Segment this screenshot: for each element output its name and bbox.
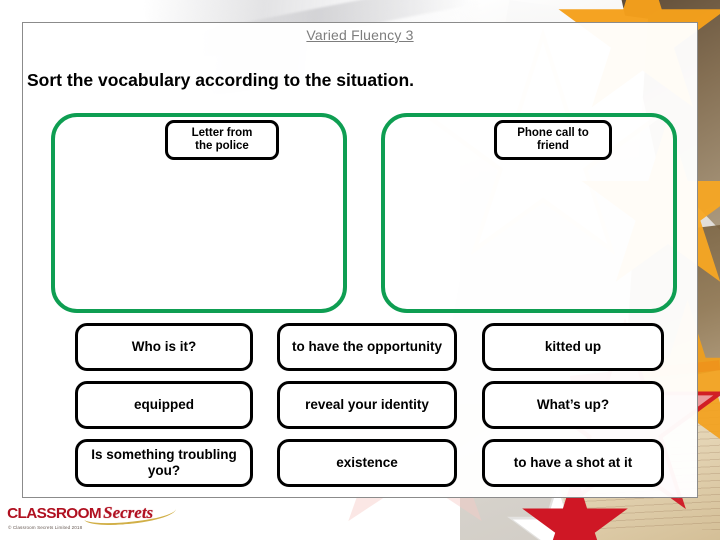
vocab-card-to-have-a-shot-at-it[interactable]: to have a shot at it <box>482 439 664 487</box>
zone-label-line-1: Letter from <box>191 127 253 140</box>
vocab-card-who-is-it[interactable]: Who is it? <box>75 323 253 371</box>
vocabulary-card-grid: Who is it? to have the opportunity kitte… <box>23 23 697 497</box>
vocab-card-to-have-the-opportunity[interactable]: to have the opportunity <box>277 323 457 371</box>
sort-zone-label-letter-from-the-police: Letter from the police <box>165 120 279 160</box>
logo-text-classroom: CLASSROOM <box>7 505 102 522</box>
page-title: Varied Fluency 3 <box>306 27 414 43</box>
slide-content: Varied Fluency 3 Sort the vocabulary acc… <box>23 23 697 497</box>
vocab-card-reveal-your-identity[interactable]: reveal your identity <box>277 381 457 429</box>
zone-label-line-2: friend <box>537 140 569 152</box>
logo-text-secrets: Secrets <box>103 503 154 522</box>
vocab-card-equipped[interactable]: equipped <box>75 381 253 429</box>
sort-zone-label-phone-call-to-friend: Phone call to friend <box>494 120 612 160</box>
sort-zone-phone-call-to-friend[interactable] <box>381 113 677 313</box>
sort-zone-letter-from-the-police[interactable] <box>51 113 347 313</box>
vocab-card-existence[interactable]: existence <box>277 439 457 487</box>
slide-frame: Varied Fluency 3 Sort the vocabulary acc… <box>22 22 698 498</box>
vocab-card-whats-up[interactable]: What’s up? <box>482 381 664 429</box>
vocab-card-is-something-troubling-you[interactable]: Is something troubling you? <box>75 439 253 487</box>
instruction-text: Sort the vocabulary according to the sit… <box>27 70 414 90</box>
vocab-card-kitted-up[interactable]: kitted up <box>482 323 664 371</box>
zone-label-line-2: the police <box>195 140 249 152</box>
footer-branding: CLASSROOM Secrets © Classroom Secrets Li… <box>7 500 238 537</box>
copyright-text: © Classroom Secrets Limited 2018 <box>8 525 83 530</box>
zone-label-line-1: Phone call to <box>517 127 589 140</box>
classroom-secrets-logo: CLASSROOM Secrets <box>7 500 238 528</box>
